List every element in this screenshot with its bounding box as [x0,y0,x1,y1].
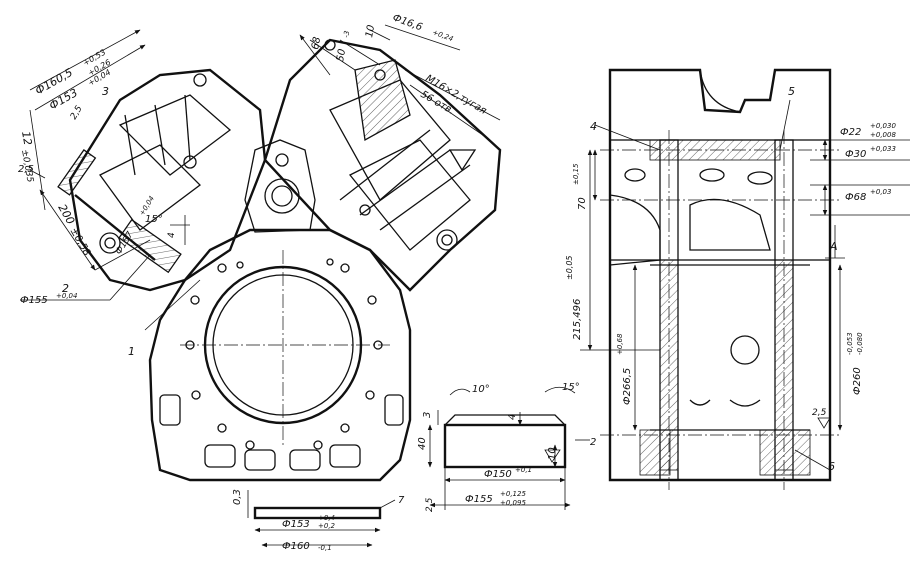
svg-text:2,5: 2,5 [425,497,435,512]
svg-text:2,5: 2,5 [18,164,34,175]
side-view-outline [608,68,832,482]
svg-text:Ф30: Ф30 [845,149,866,160]
svg-text:+0,033: +0,033 [870,145,896,153]
svg-text:7: 7 [398,495,405,506]
svg-text:1: 1 [128,345,135,358]
sleeve-labels: 10° 15° 3 4 40 10 Ф150 +0,1 Ф155 +0,125 … [417,382,596,512]
svg-text:10: 10 [547,447,558,460]
svg-text:70: 70 [577,197,588,210]
front-view-engine-block [57,38,502,482]
svg-text:+0,2: +0,2 [318,522,336,530]
svg-text:4: 4 [167,232,177,238]
svg-text:+0,03: +0,03 [870,188,891,196]
left-cylinder-bank [68,68,267,292]
svg-text:2,5: 2,5 [812,408,827,418]
svg-text:6: 6 [828,460,835,473]
svg-text:+0,008: +0,008 [870,131,896,139]
front-dimension-lines [20,24,501,331]
bore-bolt-bosses [185,258,383,450]
svg-text:+0,24: +0,24 [431,28,454,43]
svg-text:15°: 15° [145,214,163,225]
svg-text:10°: 10° [472,384,490,395]
svg-text:+0,04: +0,04 [56,292,77,300]
svg-text:-0,1: -0,1 [318,544,332,552]
svg-text:Ф16,6: Ф16,6 [391,12,424,33]
svg-text:2,5: 2,5 [69,104,85,122]
svg-text:+0,4: +0,4 [318,514,335,522]
svg-text:3: 3 [102,85,109,98]
sleeve-detail [427,386,590,510]
svg-text:4: 4 [507,414,518,420]
svg-text:-0,053: -0,053 [846,332,854,355]
svg-text:2: 2 [590,437,596,448]
svg-text:3: 3 [422,412,433,418]
right-cylinder-bank [263,38,502,292]
svg-text:±0,05: ±0,05 [565,255,574,280]
svg-text:215,496: 215,496 [572,299,583,340]
svg-text:A: A [829,240,838,253]
svg-text:12: 12 [19,130,34,146]
svg-text:+0,125: +0,125 [500,490,526,498]
svg-text:+0,030: +0,030 [870,122,896,130]
svg-text:Ф155: Ф155 [20,295,48,306]
side-view-labels: 4 5 6 Ф22 +0,030 +0,008 Ф30 +0,033 Ф68 +… [565,85,896,473]
ring-labels: 0,3 Ф153 +0,4 +0,2 Ф160 -0,1 7 [232,489,405,552]
right-bank-ribs [324,39,477,251]
svg-text:±0,58: ±0,58 [67,226,92,258]
central-web [244,139,316,233]
svg-text:Ф155: Ф155 [465,494,493,505]
svg-text:-3: -3 [342,30,351,38]
svg-text:Ф68: Ф68 [845,192,866,203]
svg-text:40: 40 [417,437,428,450]
svg-text:68: 68 [310,36,323,50]
svg-text:Ф150: Ф150 [484,469,512,480]
crankcase-outline [148,228,412,482]
svg-text:Ф153: Ф153 [282,519,310,530]
camshaft-bore [264,178,300,214]
side-view-block [600,68,840,490]
svg-text:5: 5 [788,85,795,98]
svg-text:15°: 15° [562,382,580,393]
svg-text:+0,1: +0,1 [515,466,532,474]
svg-text:+0,095: +0,095 [500,499,526,507]
svg-text:50: 50 [335,48,348,62]
svg-text:+0,68: +0,68 [616,333,624,355]
svg-text:10: 10 [364,24,377,38]
svg-text:2: 2 [62,282,69,295]
svg-text:Ф160: Ф160 [282,541,310,552]
front-view-labels: Ф160,5 +0,53 +0,26 Ф153 +0,04 12 ±0,035 … [18,12,488,358]
svg-text:Ф22: Ф22 [840,127,861,138]
bottom-pockets [159,394,404,471]
ring-detail [247,490,396,548]
svg-text:4: 4 [590,120,597,133]
svg-text:Ф260: Ф260 [852,367,863,395]
svg-text:-0,080: -0,080 [856,332,864,355]
side-dimension-lines [580,99,910,471]
svg-text:±0,15: ±0,15 [572,163,580,185]
svg-text:0,3: 0,3 [232,489,243,505]
svg-text:Ф266,5: Ф266,5 [622,368,633,405]
